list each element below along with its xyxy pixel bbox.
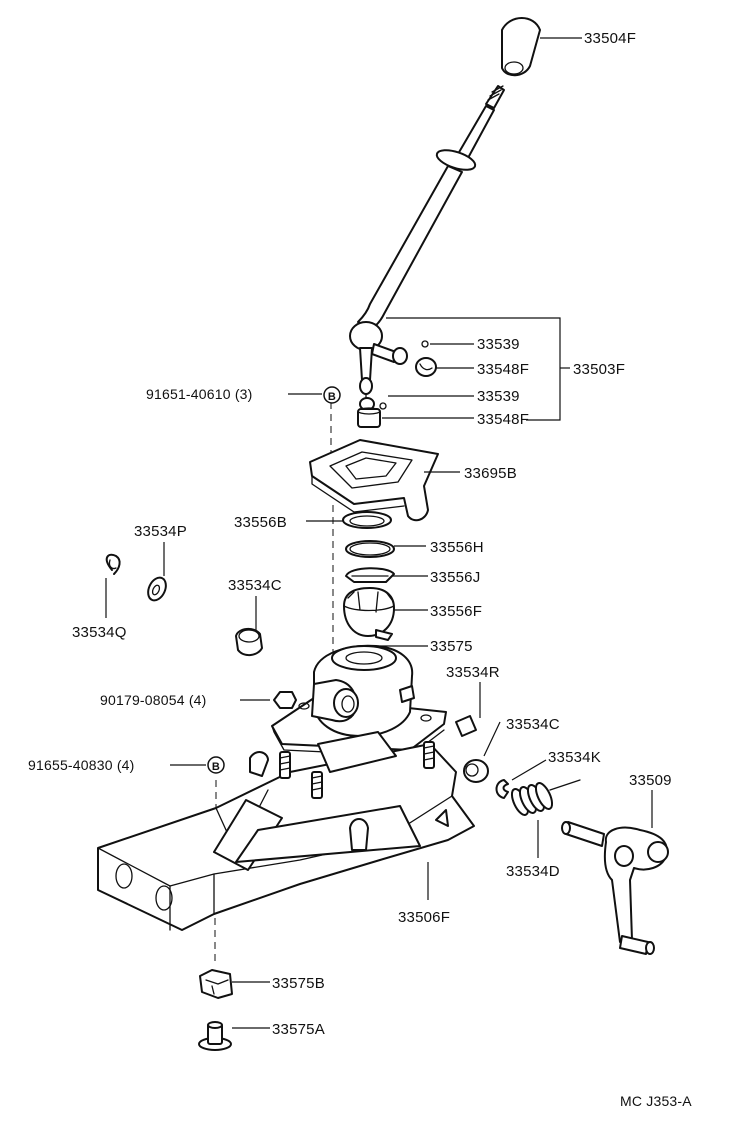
label-33539-lower: 33539: [477, 388, 520, 405]
circled-b-marker-upper: B: [323, 386, 341, 404]
label-33556F: 33556F: [430, 603, 482, 620]
label-33556J: 33556J: [430, 569, 480, 586]
label-33506F: 33506F: [398, 909, 450, 926]
bushing-33548F-lower-part[interactable]: [357, 407, 381, 428]
marker-b-text: B: [212, 761, 220, 773]
label-33509: 33509: [629, 772, 672, 789]
seat-33556B-part[interactable]: [342, 511, 392, 529]
bushing-33575A-part[interactable]: [198, 1021, 232, 1051]
ball-33539-upper-part[interactable]: [421, 340, 429, 348]
label-33534C-right: 33534C: [506, 716, 560, 733]
label-33575: 33575: [430, 638, 473, 655]
shift-lever-rod-part[interactable]: [349, 85, 505, 411]
spring-33556J-part[interactable]: [345, 567, 395, 583]
label-33548F-lower: 33548F: [477, 411, 529, 428]
clip-33534Q-part[interactable]: [105, 553, 121, 575]
label-33534D: 33534D: [506, 863, 560, 880]
label-33548F-upper: 33548F: [477, 361, 529, 378]
label-33534C-left: 33534C: [228, 577, 282, 594]
retainer-33575B-part[interactable]: [199, 969, 233, 999]
bolt-91655-part[interactable]: [279, 741, 435, 799]
label-33504F: 33504F: [584, 30, 636, 47]
label-33575A: 33575A: [272, 1021, 325, 1038]
lever-housing-33575-part[interactable]: [271, 644, 447, 757]
diagram-reference-code: MC J353-A: [620, 1093, 692, 1109]
ring-33556H-part[interactable]: [345, 540, 395, 558]
spring-33534D-part[interactable]: [509, 779, 581, 817]
label-33503F: 33503F: [573, 361, 625, 378]
pin-33534R-part[interactable]: [455, 715, 477, 737]
bracket-33506F-part[interactable]: [97, 731, 475, 931]
shift-arm-33509-part[interactable]: [561, 821, 669, 955]
leader-lines: [105, 37, 653, 1029]
label-33556H: 33556H: [430, 539, 484, 556]
label-90179-08054: 90179-08054 (4): [100, 692, 207, 708]
circled-b-marker-lower: B: [207, 756, 225, 774]
label-33534P: 33534P: [134, 523, 187, 540]
shift-knob-part[interactable]: [501, 17, 541, 77]
ball-33539-lower-part[interactable]: [379, 402, 387, 410]
seat-33556F-part[interactable]: [343, 587, 395, 641]
retainer-plate-33695B-part[interactable]: [309, 439, 439, 522]
label-91655-40830: 91655-40830 (4): [28, 757, 135, 773]
label-33539-upper: 33539: [477, 336, 520, 353]
marker-b-text: B: [328, 391, 336, 403]
label-33695B: 33695B: [464, 465, 517, 482]
part-labels: 33504F 33539 33548F 33503F 33539 33548F …: [28, 30, 692, 1109]
label-33534Q: 33534Q: [72, 624, 127, 641]
label-33575B: 33575B: [272, 975, 325, 992]
label-91651-40610: 91651-40610 (3): [146, 386, 253, 402]
bushing-33534C-right-part[interactable]: [463, 759, 489, 783]
label-33534K: 33534K: [548, 749, 601, 766]
washer-33534P-part[interactable]: [145, 575, 170, 604]
nut-90179-part[interactable]: [273, 691, 297, 709]
clip-33534K-part[interactable]: [495, 779, 509, 799]
label-33534R: 33534R: [446, 664, 500, 681]
bushing-33548F-upper-part[interactable]: [415, 357, 437, 377]
bushing-33534C-left-part[interactable]: [235, 628, 263, 656]
label-33556B: 33556B: [234, 514, 287, 531]
